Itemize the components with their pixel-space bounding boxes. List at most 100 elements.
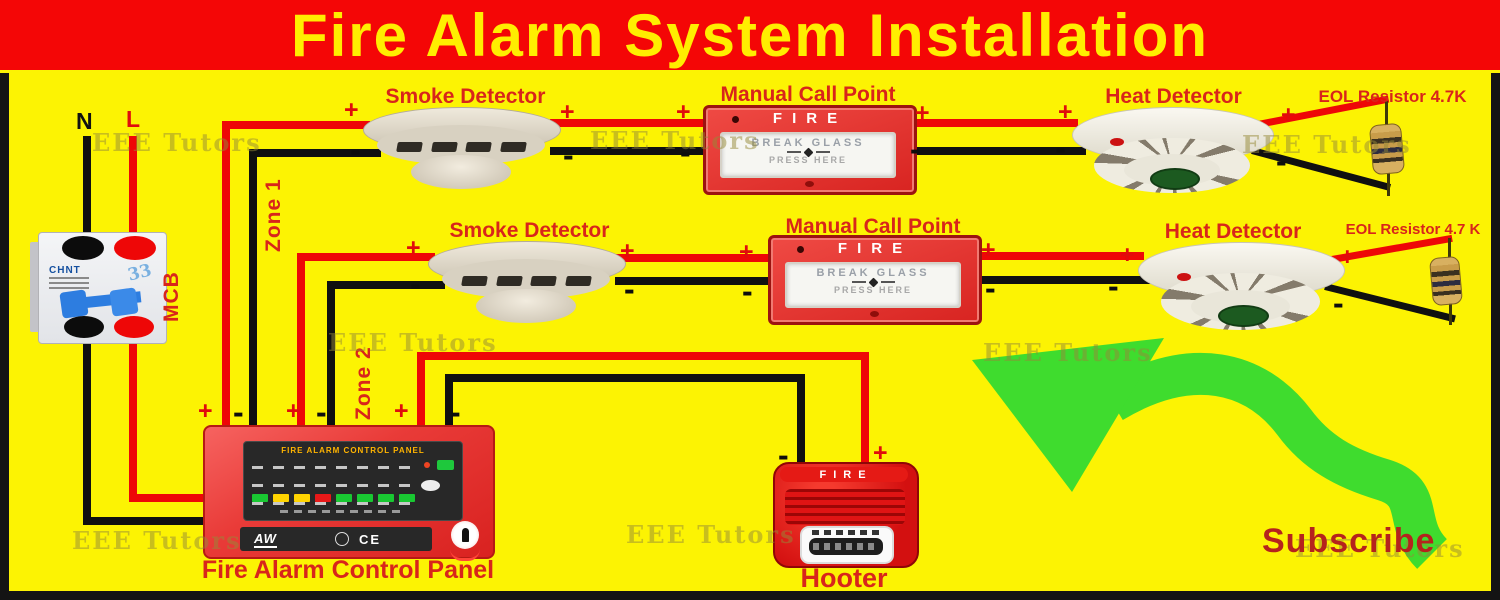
smoke-detector-vents [461,276,591,286]
hooter-speaker-grille [785,489,905,525]
wire-red [417,352,425,427]
heat-detector-zone2 [1138,242,1345,334]
hooter-lens-reflector [809,538,883,555]
manual-call-point-zone2-label: Manual Call Point [785,215,961,238]
press-here-text: PRESS HERE [768,155,848,165]
panel-indicator-button [378,494,394,502]
panel-brand-logo: AW [254,530,277,548]
mcb-toggle-lever [59,289,89,319]
watermark-text: EEE Tutors [328,328,498,357]
mcb-terminal-neutral-in [62,236,104,260]
wire-red [129,136,137,238]
hooter-sounder: FIRE [773,462,919,568]
mcb-terminal-neutral-out [64,316,104,338]
polarity-minus: - [778,437,789,473]
smoke-detector-zone2-label: Smoke Detector [449,219,610,242]
panel-knob [421,480,440,491]
panel-button-row [252,494,415,502]
polarity-minus: - [1333,285,1344,321]
panel-rocker-switch [437,460,454,470]
panel-key-arc [450,549,480,561]
manual-call-point-zone1: FIRE BREAK GLASS PRESS HERE [703,105,917,195]
neutral-label: N [76,108,93,134]
polarity-minus: - [910,131,921,167]
mcb-brand: CHNT [49,265,81,276]
heat-detector-sensor [1217,304,1270,327]
panel-caption: Fire Alarm Control Panel [201,556,495,584]
panel-power-led [424,462,430,468]
call-point-fire-text: FIRE [772,110,848,127]
live-label: L [126,106,141,132]
approval-badge-icon [334,532,349,546]
polarity-minus: - [563,137,574,173]
polarity-plus: + [1281,101,1296,129]
watermark-text: EEE Tutors [983,338,1153,367]
polarity-plus: + [286,397,301,425]
wire-red [906,119,1078,127]
hooter-fire-text: FIRE [819,469,873,481]
manual-call-point-zone2: FIRE BREAK GLASS PRESS HERE [768,235,982,325]
mcb-rating-text [49,277,89,291]
panel-keyhole [451,521,479,549]
resistor-lead [1448,238,1451,260]
wire-red [550,119,708,127]
panel-indicator-button [336,494,352,502]
watermark-text: EEE Tutors [72,526,242,555]
panel-display: FIRE ALARM CONTROL PANEL [243,441,463,521]
panel-indicator-button [315,494,331,502]
polarity-plus: + [739,238,754,266]
polarity-plus: + [1340,243,1355,271]
wire-black [615,277,778,285]
polarity-plus: + [676,98,691,126]
wire-black [550,147,715,155]
subscribe-arrow-icon [972,338,1448,569]
heat-detector-led [1176,273,1191,282]
wire-red [615,254,773,262]
wire-black [445,374,453,427]
call-point-fire-text: FIRE [837,240,913,257]
eol-resistor-zone2 [1428,255,1464,307]
watermark-text: EEE Tutors [1242,130,1412,159]
polarity-minus: - [985,270,996,306]
smoke-detector-vents [396,142,526,152]
polarity-minus: - [410,266,421,302]
heat-detector-zone1-label: Heat Detector [1105,85,1242,108]
polarity-plus: + [873,439,888,467]
ce-mark: CE [358,531,382,547]
call-point-glass-window: BREAK GLASS PRESS HERE [785,262,961,308]
call-point-screw [870,311,879,317]
eol-resistor-zone1-label: EOL Resistor 4.7K [1318,87,1467,106]
wire-black [445,374,805,382]
wire-red [129,494,209,502]
wire-black [83,136,91,238]
polarity-minus: - [1055,130,1066,166]
wire-red [417,352,869,360]
smoke-detector-dome [476,289,576,323]
call-point-led [797,246,804,253]
polarity-minus: - [1276,143,1287,179]
smoke-detector-zone1-label: Smoke Detector [385,85,546,108]
polarity-minus: - [233,394,244,430]
wire-black [249,149,257,427]
mcb-label: MCB [160,271,183,322]
call-point-press-icon [722,147,894,157]
manual-call-point-zone1-label: Manual Call Point [720,83,896,106]
wire-black [797,374,805,468]
heat-detector-led [1110,137,1124,146]
resistor-lead [1387,170,1390,196]
panel-indicator-grid [252,462,422,516]
panel-display-title: FIRE ALARM CONTROL PANEL [281,446,425,455]
heat-detector-sensor [1150,168,1200,191]
wire-red [297,253,305,427]
panel-indicator-button [294,494,310,502]
break-glass-text: BREAK GLASS [816,267,930,279]
panel-indicator-button [399,494,415,502]
mcb-breaker: CHNT 33 [30,232,167,344]
heat-detector-zone1 [1072,107,1274,197]
hooter-lens-detail [812,530,880,535]
panel-brand-strip: AW CE [240,527,432,551]
wire-red [861,352,869,468]
polarity-plus: + [915,99,930,127]
wire-red [129,336,137,501]
